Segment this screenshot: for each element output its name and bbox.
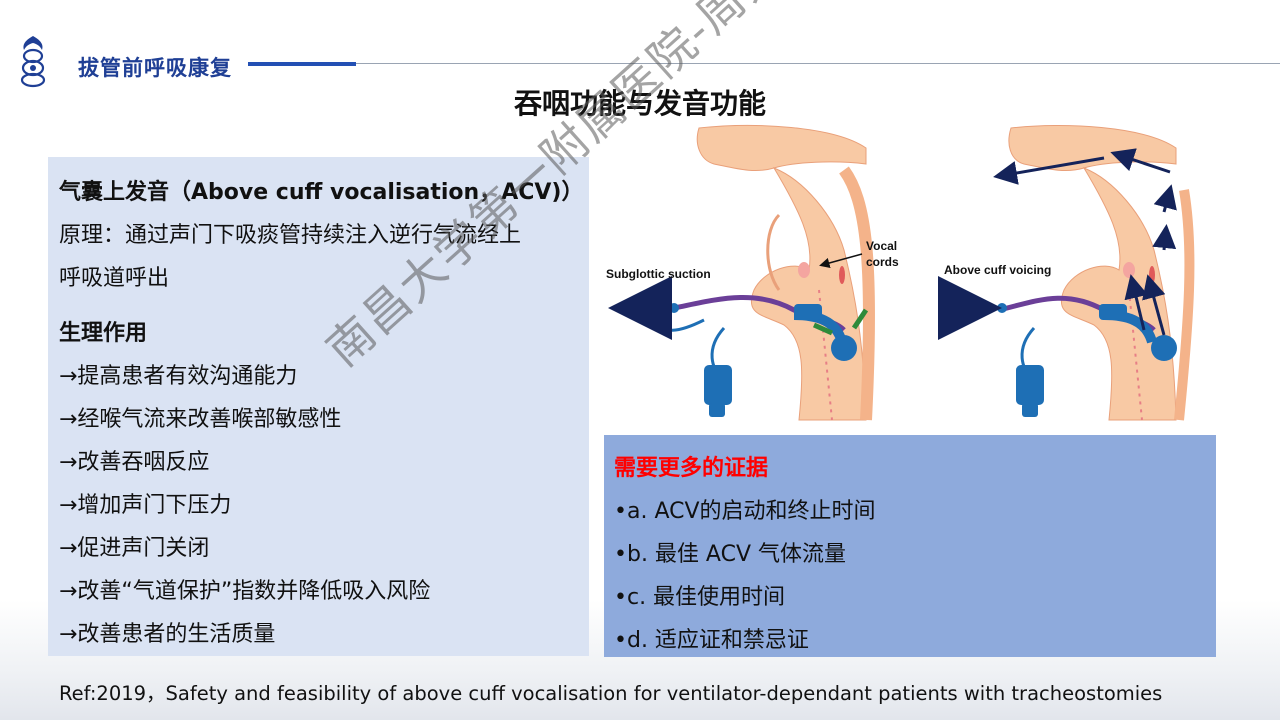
principle-line: 呼吸道呼出: [59, 266, 170, 291]
subglottic-suction-illustration: [608, 124, 876, 421]
above-cuff-voicing-illustration: [938, 124, 1195, 421]
acv-heading: 气囊上发音（Above cuff vocalisation，ACV)）: [59, 180, 584, 205]
effect-item: →增加声门下压力: [59, 493, 232, 518]
effect-item: →提高患者有效沟通能力: [59, 364, 298, 389]
evidence-item: •d. 适应证和禁忌证: [614, 628, 809, 653]
effect-item: →改善患者的生活质量: [59, 622, 276, 647]
evidence-item: •c. 最佳使用时间: [614, 585, 786, 610]
figure-label-cords: cords: [866, 255, 899, 269]
effect-item: →改善吞咽反应: [59, 450, 210, 475]
effect-item: →改善“气道保护”指数并降低吸入风险: [59, 579, 431, 604]
section-title: 拔管前呼吸康复: [78, 56, 232, 80]
figure-label-above-cuff: Above cuff voicing: [944, 263, 1051, 277]
figure-label-vocal: Vocal: [866, 239, 897, 253]
evidence-panel: 需要更多的证据 •a. ACV的启动和终止时间 •b. 最佳 ACV 气体流量 …: [604, 435, 1216, 657]
evidence-item: •b. 最佳 ACV 气体流量: [614, 542, 846, 567]
header-accent-rule: [248, 62, 356, 66]
logo-icon: [20, 36, 46, 88]
principle-line: 原理：通过声门下吸痰管持续注入逆行气流经上: [59, 223, 522, 248]
header-divider: [356, 63, 1280, 64]
slide-title: 吞咽功能与发音功能: [513, 87, 766, 120]
effects-heading: 生理作用: [59, 321, 148, 346]
evidence-heading: 需要更多的证据: [614, 456, 769, 481]
evidence-item: •a. ACV的启动和终止时间: [614, 499, 876, 524]
effect-item: →促进声门关闭: [59, 536, 210, 561]
effect-item: →经喉气流来改善喉部敏感性: [59, 407, 342, 432]
reference-citation: Ref:2019，Safety and feasibility of above…: [59, 682, 1163, 705]
figure-label-subglottic: Subglottic suction: [606, 267, 711, 281]
acv-description-panel: 气囊上发音（Above cuff vocalisation，ACV)） 原理：通…: [48, 157, 589, 656]
acv-anatomy-figure: Subglottic suction Vocal cords Above cuf…: [604, 120, 1216, 434]
